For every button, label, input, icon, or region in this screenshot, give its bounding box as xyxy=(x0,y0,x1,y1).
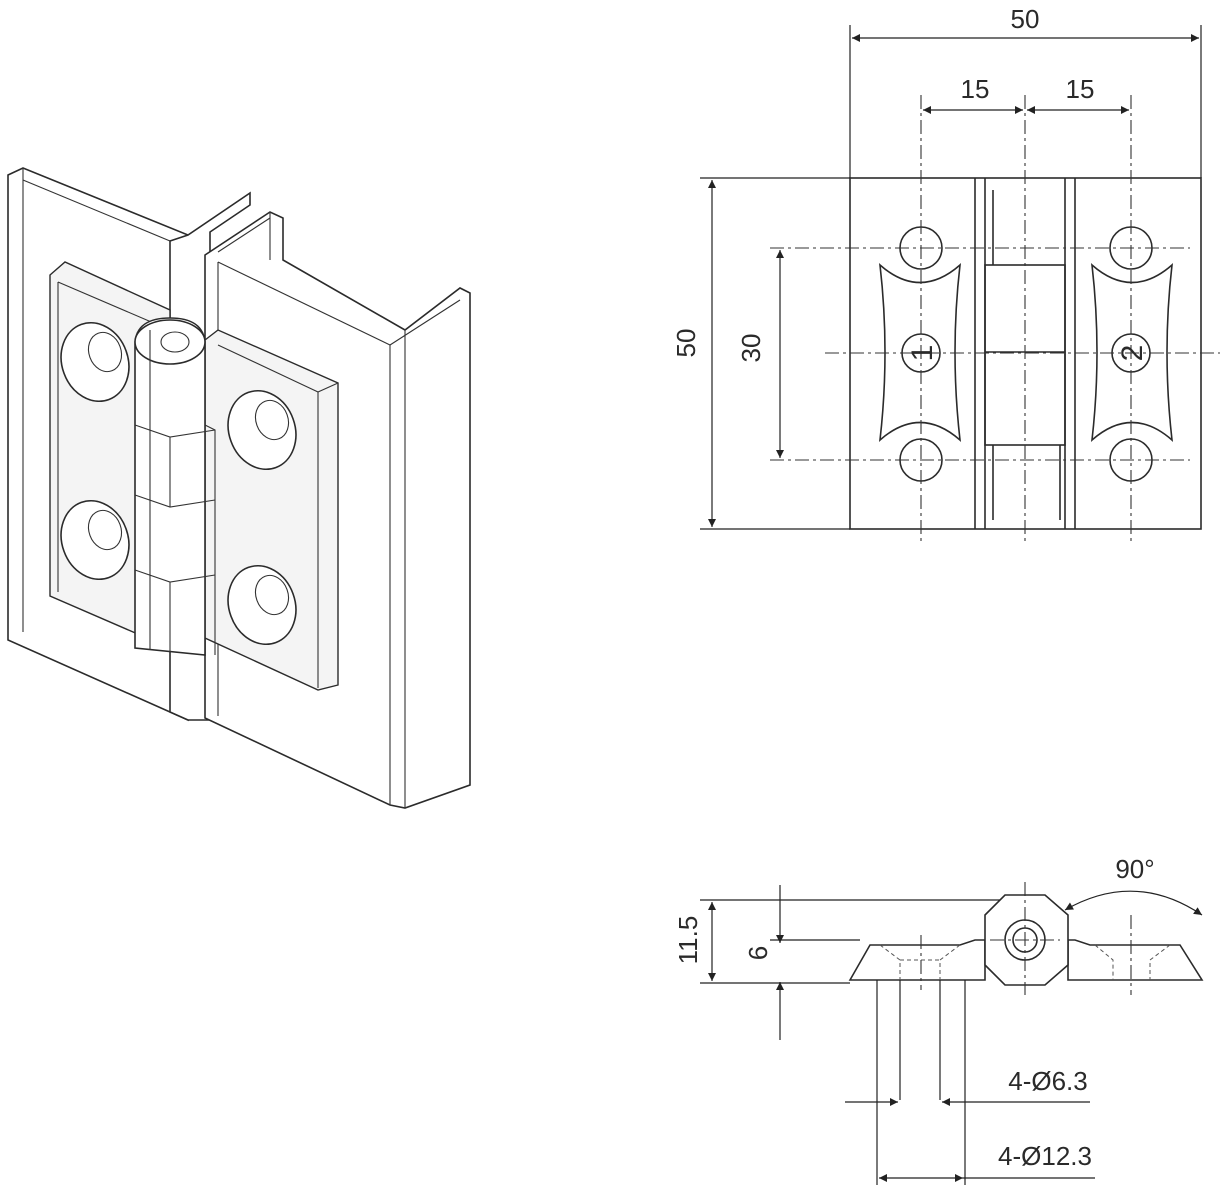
leaf-thickness-label: 6 xyxy=(743,946,773,960)
leaf-mark-2: 2 xyxy=(1116,345,1149,362)
hole-large-label: 4-Ø12.3 xyxy=(998,1141,1092,1171)
left-recess xyxy=(878,263,962,442)
leaf-mark-1: 1 xyxy=(906,345,939,362)
spacing-left-label: 15 xyxy=(961,74,990,104)
spacing-right-label: 15 xyxy=(1066,74,1095,104)
thickness-total-label: 11.5 xyxy=(673,916,703,965)
angle-label: 90° xyxy=(1115,854,1154,884)
side-view: 4-Ø6.3 4-Ø12.3 11.5 6 90° xyxy=(673,854,1204,1185)
hole-small-label: 4-Ø6.3 xyxy=(1008,1066,1088,1096)
width-total-label: 50 xyxy=(1011,4,1040,34)
right-recess xyxy=(1090,263,1174,442)
side-right-leaf xyxy=(1067,939,1204,981)
front-view: 1 2 50 15 15 50 30 xyxy=(671,4,1220,545)
left-leaf-countersinks xyxy=(60,321,130,581)
angle-arc xyxy=(1064,890,1203,916)
hole-spacing-label: 30 xyxy=(736,334,766,363)
height-total-label: 50 xyxy=(671,329,701,358)
hinge-knuckle xyxy=(134,317,216,656)
isometric-hinge-view xyxy=(7,167,471,809)
right-leaf-countersinks xyxy=(227,389,297,646)
